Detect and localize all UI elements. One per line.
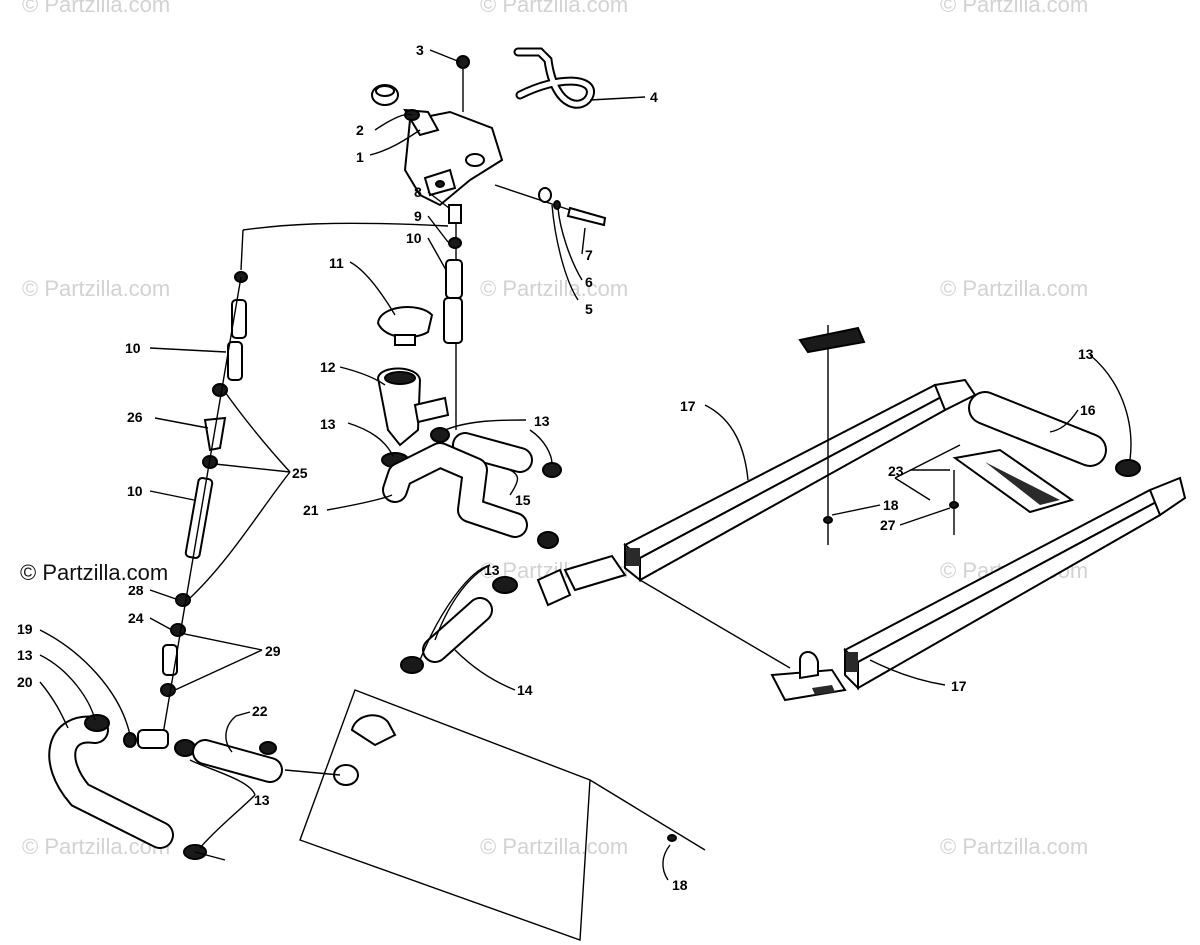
watermark-bottom-center: © Partzilla.com — [480, 834, 629, 859]
fitting-part-19 — [123, 729, 196, 757]
callout-14: 14 — [517, 682, 533, 698]
watermark-mid-center: © Partzilla.com — [480, 276, 629, 301]
callout-5: 5 — [585, 301, 593, 317]
callout-2: 2 — [356, 122, 364, 138]
coupler-center-lower — [284, 764, 359, 786]
watermark-top-right: © Partzilla.com — [940, 0, 1089, 17]
decal-part-top — [798, 326, 866, 354]
callout-12: 12 — [320, 359, 336, 375]
watermark-mid-left: © Partzilla.com — [22, 276, 171, 301]
callout-18-upper: 18 — [883, 497, 899, 513]
callout-7: 7 — [585, 247, 593, 263]
callout-10-mid: 10 — [125, 340, 141, 356]
leader-lines — [39, 49, 1132, 881]
cross-member-inner — [894, 444, 961, 501]
callout-10-lower: 10 — [127, 483, 143, 499]
callout-15: 15 — [515, 492, 531, 508]
callout-11: 11 — [329, 255, 344, 271]
outlet-fitting-lower — [639, 579, 847, 702]
rivets-part-18-27 — [823, 325, 959, 545]
fitting-chain-left — [160, 271, 248, 741]
callout-13-tank: 13 — [320, 416, 336, 432]
partzilla-watermark-main: © Partzilla.com — [20, 560, 169, 586]
callout-22: 22 — [252, 703, 268, 719]
callout-26: 26 — [127, 409, 143, 425]
coolant-tank-part-12 — [376, 367, 450, 447]
vent-fitting-part-3 — [456, 55, 470, 112]
callout-4: 4 — [650, 89, 658, 105]
callout-17-lower: 17 — [951, 678, 967, 694]
callout-21: 21 — [303, 502, 319, 518]
callout-23: 23 — [888, 463, 904, 479]
callout-3: 3 — [416, 42, 424, 58]
callout-13-right: 13 — [1078, 346, 1094, 362]
callout-19: 19 — [17, 621, 33, 637]
heat-exchanger-rail-upper — [623, 378, 977, 583]
filler-neck-part-1 — [403, 108, 440, 137]
callout-13-hose15: 13 — [534, 413, 550, 429]
callout-6: 6 — [585, 274, 593, 290]
callout-1: 1 — [356, 149, 364, 165]
callout-18-lower: 18 — [672, 877, 688, 893]
mounting-bolt-parts-5-6-7 — [494, 184, 607, 227]
callout-13-left: 13 — [17, 647, 33, 663]
callout-labels: 3 4 2 1 8 9 10 7 6 5 11 12 13 13 15 21 1… — [17, 42, 1096, 893]
vent-hose-part-4 — [513, 47, 595, 109]
watermark-mid-right: © Partzilla.com — [940, 276, 1089, 301]
callout-25: 25 — [292, 465, 308, 481]
callout-8: 8 — [414, 184, 422, 200]
callout-28: 28 — [128, 582, 144, 598]
watermark-top-left: © Partzilla.com — [22, 0, 171, 17]
belly-pan-panel — [299, 689, 706, 941]
callout-27: 27 — [880, 517, 896, 533]
callout-9: 9 — [414, 208, 422, 224]
fitting-chain-upper — [443, 204, 463, 430]
callout-13-bottom: 13 — [254, 792, 270, 808]
hose-part-16 — [968, 391, 1141, 477]
hose-part-20 — [48, 714, 174, 849]
deflector-part-23 — [952, 448, 1075, 514]
heat-exchanger-rail-lower — [843, 476, 1187, 691]
hose-part-21 — [382, 442, 559, 549]
hose-part-15 — [452, 432, 562, 478]
hose-part-14 — [400, 597, 493, 674]
filler-neck-bracket — [403, 110, 504, 207]
watermark-bottom-right: © Partzilla.com — [940, 834, 1089, 859]
inlet-fitting-upper — [492, 554, 627, 607]
callout-13-center: 13 — [484, 562, 500, 578]
callout-24: 24 — [128, 610, 144, 626]
tank-cap-part-2 — [371, 84, 399, 106]
hose-part-22 — [192, 739, 283, 783]
callout-20: 20 — [17, 674, 33, 690]
clamp-bottom-left — [183, 844, 226, 861]
callout-29: 29 — [265, 643, 281, 659]
callout-17-upper: 17 — [680, 398, 696, 414]
callout-16: 16 — [1080, 402, 1096, 418]
radiator-cap-part-11 — [376, 306, 434, 346]
callout-10-upper: 10 — [406, 230, 422, 246]
watermark-top-center: © Partzilla.com — [480, 0, 629, 17]
